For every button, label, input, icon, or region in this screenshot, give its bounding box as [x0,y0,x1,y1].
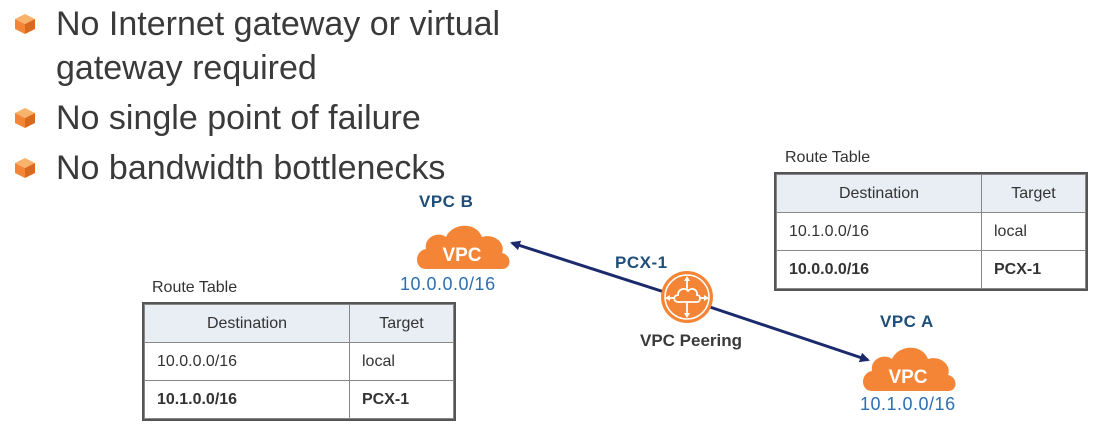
column-header-destination: Destination [144,304,350,343]
target-cell: PCX-1 [349,380,454,419]
target-cell: local [981,212,1086,251]
bullet-item: No Internet gateway or virtual gateway r… [14,2,574,90]
vpc-cloud-label: VPC [888,367,927,388]
destination-cell: 10.0.0.0/16 [144,342,350,381]
column-header-target: Target [349,304,454,343]
peering-connection-label: PCX-1 [615,253,668,272]
aws-cube-icon [15,158,35,178]
bullet-item: No bandwidth bottlenecks [14,146,574,190]
vpc-b-title: VPC B [419,192,474,211]
aws-cube-icon [15,108,35,128]
peering-connection-arrow [510,240,687,301]
table-row: 10.0.0.0/16 PCX-1 [776,250,1086,289]
column-header-target: Target [981,174,1086,213]
vpc-cloud-label: VPC [442,245,481,266]
table-row: 10.1.0.0/16 local [776,212,1086,251]
bullet-text-line-1: No Internet gateway or virtual [56,5,501,43]
route-table-label: Route Table [152,279,238,296]
bullet-text: No bandwidth bottlenecks [56,149,446,187]
vpc-peering-label: VPC Peering [640,331,743,350]
column-header-destination: Destination [776,174,982,213]
vpc-a-cidr: 10.1.0.0/16 [860,394,956,414]
bullet-text-line-2: gateway required [56,49,317,87]
route-table-vpc-b: Destination Target 10.0.0.0/16 local 10.… [142,302,456,421]
destination-cell: 10.0.0.0/16 [776,250,982,289]
table-header-row: Destination Target [776,174,1086,213]
vpc-cloud-icon: VPC [417,225,510,269]
vpc-peering-icon [661,271,713,323]
table-row: 10.0.0.0/16 local [144,342,454,381]
destination-cell: 10.1.0.0/16 [776,212,982,251]
bullet-list: No Internet gateway or virtual gateway r… [14,2,574,196]
peering-connection-arrow [685,297,870,363]
target-cell: local [349,342,454,381]
vpc-cloud-icon: VPC [863,347,956,391]
vpc-a-title: VPC A [880,312,934,331]
aws-cube-icon [15,14,35,34]
bullet-item: No single point of failure [14,96,574,140]
table-header-row: Destination Target [144,304,454,343]
route-table-label: Route Table [785,149,871,166]
destination-cell: 10.1.0.0/16 [144,380,350,419]
target-cell: PCX-1 [981,250,1086,289]
vpc-b-cidr: 10.0.0.0/16 [400,274,496,294]
table-row: 10.1.0.0/16 PCX-1 [144,380,454,419]
bullet-text: No single point of failure [56,99,421,137]
route-table-vpc-a: Destination Target 10.1.0.0/16 local 10.… [774,172,1088,291]
